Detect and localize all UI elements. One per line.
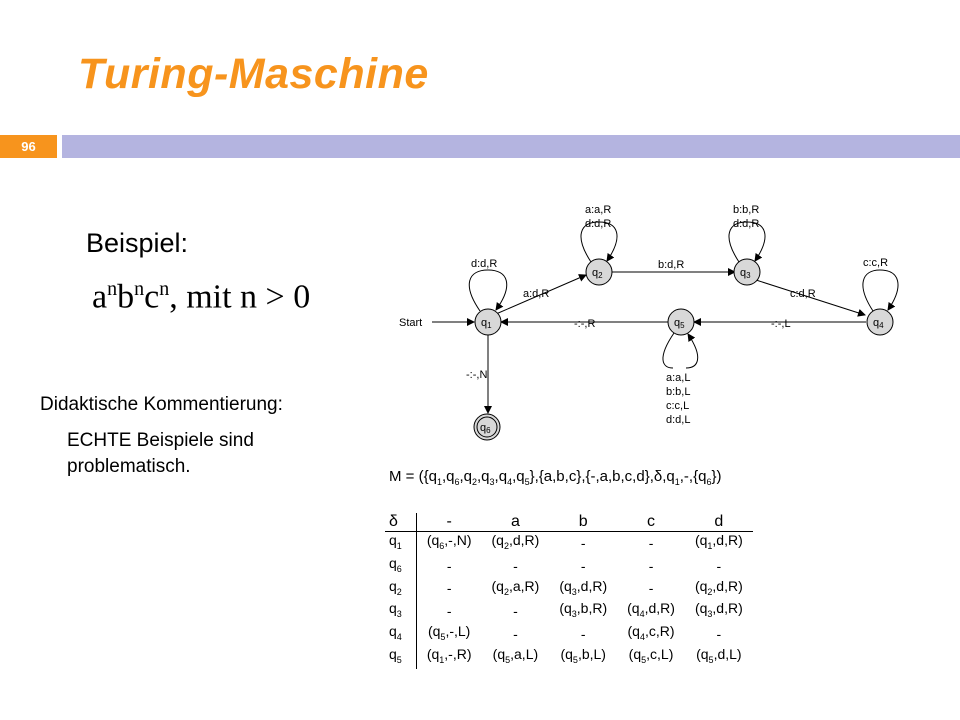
table-cell: (q2,d,R) (694, 577, 743, 597)
state-label-q4: q4 (873, 317, 884, 330)
table-cell: (q2,a,R) (491, 577, 540, 597)
table-cell: - (513, 557, 518, 574)
table-header: c (617, 513, 685, 532)
table-cell: - (648, 580, 654, 597)
table-cell: (q3,b,R) (559, 600, 608, 620)
table-header: - (416, 513, 482, 532)
table-header: d (684, 513, 753, 532)
state-q4 (866, 308, 894, 336)
table-body: q1 (q6,-,N) (q2,d,R) - - (q1,d,R) q6 - - - - - q2 - (q… (385, 531, 753, 669)
comment-text: ECHTE Beispiele sind problematisch. (67, 430, 254, 477)
label-q4-loop: c:c,R (863, 257, 888, 269)
table-row: q4 (q5,-,L) - - (q4,c,R) - (385, 623, 753, 646)
label-q5-q1: -:-,R (574, 318, 595, 330)
table-row-state: q3 (385, 600, 417, 624)
didaktik-label: Didaktische Kommentierung: (40, 394, 283, 415)
state-label-q3: q3 (740, 267, 751, 280)
machine-definition: M = ({q1,q6,q2,q3,q4,q5},{a,b,c},{-,a,b,… (389, 468, 722, 487)
transition-table: δ - a b c d q1(q6,-,N)(q2,d,R)--(q1,d,R)… (385, 513, 753, 669)
start-label: Start (399, 317, 422, 329)
label-q5-loop-2: b:b,L (666, 386, 690, 398)
edge-q1-q2 (495, 274, 587, 315)
beispiel-label: Beispiel: (86, 228, 189, 258)
table-cell: - (648, 557, 654, 574)
table-cell: (q1,d,R) (694, 532, 743, 551)
table-cell: (q5,c,L) (628, 645, 674, 665)
header-bar (62, 135, 960, 158)
table-cell: (q1,-,R) (426, 645, 472, 665)
label-q3-loop-1: b:b,R (733, 204, 759, 216)
state-q1 (474, 308, 502, 336)
loop-q5 (662, 333, 699, 369)
label-q5-loop-1: a:a,L (666, 372, 690, 384)
state-q6-accept-ring (476, 416, 498, 438)
table-row: q1 (q6,-,N) (q2,d,R) - - (q1,d,R) (385, 531, 753, 555)
table-row-state: q6 (385, 554, 417, 578)
state-label-q5: q5 (674, 317, 685, 330)
table-row: q5 (q1,-,R) (q5,a,L) (q5,b,L) (q5,c,L) (q5,d,… (385, 645, 753, 669)
table-cell: (q5,b,L) (560, 645, 606, 665)
state-q3 (733, 258, 761, 286)
label-q3-loop-2: d:d,R (733, 218, 759, 230)
table-header: b (549, 513, 618, 532)
table-row: q2 - (q2,a,R) (q3,d,R) - (q2,d,R) (385, 577, 753, 601)
table-row-state: q4 (385, 623, 417, 646)
label-q3-q4: c:d,R (790, 288, 816, 300)
label-q2-q3: b:d,R (658, 259, 684, 271)
table-cell: - (716, 557, 722, 574)
table-cell: (q6,-,N) (426, 532, 472, 551)
table-cell: (q4,c,R) (627, 623, 675, 642)
loop-q3 (728, 221, 766, 263)
table-cell: - (648, 534, 654, 551)
edge-q3-q4 (755, 279, 866, 317)
table-header-delta: δ (385, 513, 417, 532)
table-cell: (q3,d,R) (694, 600, 743, 620)
table-cell: (q5,-,L) (427, 623, 471, 642)
table-cell: - (513, 626, 518, 643)
table-cell: (q3,d,R) (559, 577, 608, 597)
table-cell: - (446, 580, 452, 597)
loop-q2 (580, 221, 618, 263)
table-cell: - (513, 603, 518, 620)
slide-title: Turing-Maschine (78, 50, 429, 98)
language-formula: anbncn, mit n > 0 (92, 278, 311, 316)
slide-number: 96 (0, 135, 57, 158)
table-row-state: q2 (385, 577, 417, 601)
table-cell: (q5,d,L) (696, 645, 742, 665)
state-q6 (473, 413, 501, 441)
loop-q4 (862, 269, 899, 312)
table-cell: - (446, 557, 452, 574)
table-cell: (q2,d,R) (491, 532, 540, 551)
label-q2-loop-2: d:d,R (585, 218, 611, 230)
label-q5-loop-3: c:c,L (666, 400, 689, 412)
table-cell: - (580, 626, 586, 643)
state-label-q6: q6 (480, 422, 491, 435)
table-row: q3 - - (q3,b,R) (q4,d,R) (q3,d,R) (385, 600, 753, 624)
table-row: q6 - - - - - (385, 554, 753, 578)
label-q1-q2: a:d,R (523, 288, 549, 300)
table-cell: (q4,d,R) (627, 600, 675, 620)
label-q2-loop-1: a:a,R (585, 204, 611, 216)
table-cell: (q5,a,L) (492, 645, 539, 665)
label-q1-q6: -:-,N (466, 369, 487, 381)
loop-q1 (468, 269, 508, 312)
table-cell: - (580, 534, 586, 551)
state-label-q1: q1 (481, 317, 492, 330)
table-header: a (481, 513, 550, 532)
table-cell: - (716, 626, 722, 643)
table-row-state: q1 (385, 531, 417, 555)
table-cell: - (446, 603, 452, 620)
state-label-q2: q2 (592, 267, 603, 280)
table-row-state: q5 (385, 645, 417, 669)
label-q1-loop: d:d,R (471, 258, 497, 270)
state-q5 (667, 308, 695, 336)
table-cell: - (580, 557, 586, 574)
label-q5-loop-4: d:d,L (666, 414, 690, 426)
state-q2 (585, 258, 613, 286)
label-q4-q5: -:-,L (771, 318, 791, 330)
